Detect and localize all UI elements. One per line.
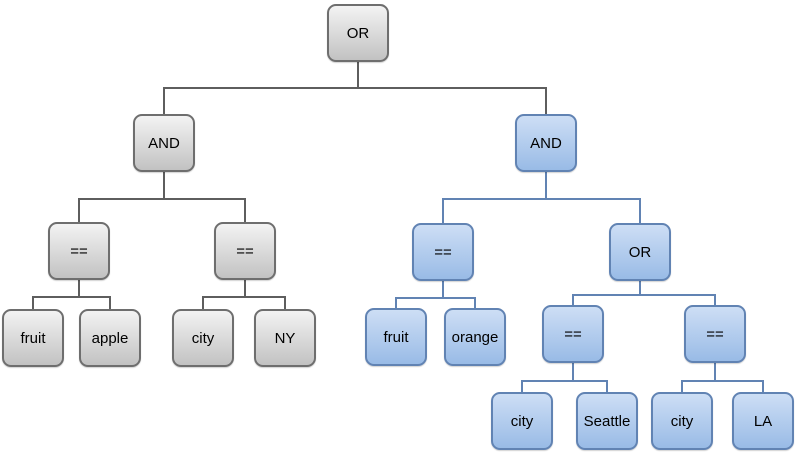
tree-node-leaf-fruit-r[interactable]: fruit [365, 308, 427, 366]
tree-node-label: city [670, 412, 694, 430]
tree-node-label: AND [148, 134, 180, 152]
tree-connector-segment [109, 296, 111, 309]
tree-node-eq-fruit-apple[interactable]: == [48, 222, 110, 280]
tree-connector-segment [521, 380, 523, 392]
tree-node-label: == [706, 325, 724, 343]
tree-connector-segment [78, 198, 246, 200]
tree-node-leaf-seattle[interactable]: Seattle [576, 392, 638, 450]
tree-node-leaf-la[interactable]: LA [732, 392, 794, 450]
tree-connector-segment [357, 62, 359, 89]
tree-connector-segment [762, 380, 764, 392]
tree-node-leaf-apple[interactable]: apple [79, 309, 141, 367]
tree-node-eq-city-la[interactable]: == [684, 305, 746, 363]
tree-node-label: OR [346, 24, 370, 42]
tree-connector-segment [163, 172, 165, 200]
tree-node-and-right[interactable]: AND [515, 114, 577, 172]
tree-node-label: city [510, 412, 534, 430]
tree-node-leaf-ny[interactable]: NY [254, 309, 316, 367]
tree-node-label: NY [274, 329, 296, 347]
tree-node-leaf-orange[interactable]: orange [444, 308, 506, 366]
tree-connector-segment [714, 363, 716, 382]
tree-connector-segment [395, 297, 397, 308]
tree-node-label: AND [530, 134, 562, 152]
tree-node-label: Seattle [583, 412, 631, 430]
tree-connector-segment [521, 380, 608, 382]
tree-node-label: fruit [20, 329, 46, 347]
tree-connector-segment [244, 198, 246, 222]
tree-node-leaf-city-la[interactable]: city [651, 392, 713, 450]
tree-node-leaf-city-s[interactable]: city [491, 392, 553, 450]
tree-connector-segment [681, 380, 683, 392]
tree-connector-segment [284, 296, 286, 309]
tree-node-leaf-city-l[interactable]: city [172, 309, 234, 367]
tree-connector-segment [572, 363, 574, 382]
tree-connector-segment [681, 380, 764, 382]
tree-connector-segment [244, 280, 246, 298]
tree-connector-segment [442, 281, 444, 299]
tree-connector-segment [474, 297, 476, 308]
tree-connector-segment [545, 172, 547, 200]
tree-node-label: fruit [383, 328, 409, 346]
tree-node-label: apple [91, 329, 129, 347]
tree-node-label: == [70, 242, 88, 260]
tree-node-and-left[interactable]: AND [133, 114, 195, 172]
tree-node-label: == [236, 242, 254, 260]
tree-node-label: OR [628, 243, 652, 261]
tree-connector-segment [442, 198, 641, 200]
tree-connector-segment [545, 87, 547, 114]
tree-node-label: city [191, 329, 215, 347]
tree-connector-segment [32, 296, 111, 298]
tree-connector-segment [714, 294, 716, 305]
tree-connector-segment [202, 296, 204, 309]
tree-connector-segment [78, 198, 80, 222]
tree-node-label: == [434, 243, 452, 261]
tree-connector-segment [163, 87, 165, 114]
tree-node-eq-fruit-orange[interactable]: == [412, 223, 474, 281]
tree-node-eq-city-seattle[interactable]: == [542, 305, 604, 363]
tree-connector-segment [202, 296, 286, 298]
tree-connector-segment [606, 380, 608, 392]
tree-node-label: == [564, 325, 582, 343]
tree-node-eq-city-ny[interactable]: == [214, 222, 276, 280]
tree-connector-segment [442, 198, 444, 223]
tree-node-or-root[interactable]: OR [327, 4, 389, 62]
tree-connector-segment [639, 281, 641, 296]
tree-connector-segment [78, 280, 80, 298]
tree-connector-segment [32, 296, 34, 309]
tree-node-label: orange [451, 328, 499, 346]
tree-node-label: LA [753, 412, 773, 430]
tree-node-leaf-fruit-l[interactable]: fruit [2, 309, 64, 367]
tree-connector-segment [639, 198, 641, 223]
tree-connector-segment [572, 294, 716, 296]
tree-node-or-blue[interactable]: OR [609, 223, 671, 281]
tree-connector-segment [395, 297, 476, 299]
tree-connector-segment [163, 87, 547, 89]
tree-connector-segment [572, 294, 574, 305]
